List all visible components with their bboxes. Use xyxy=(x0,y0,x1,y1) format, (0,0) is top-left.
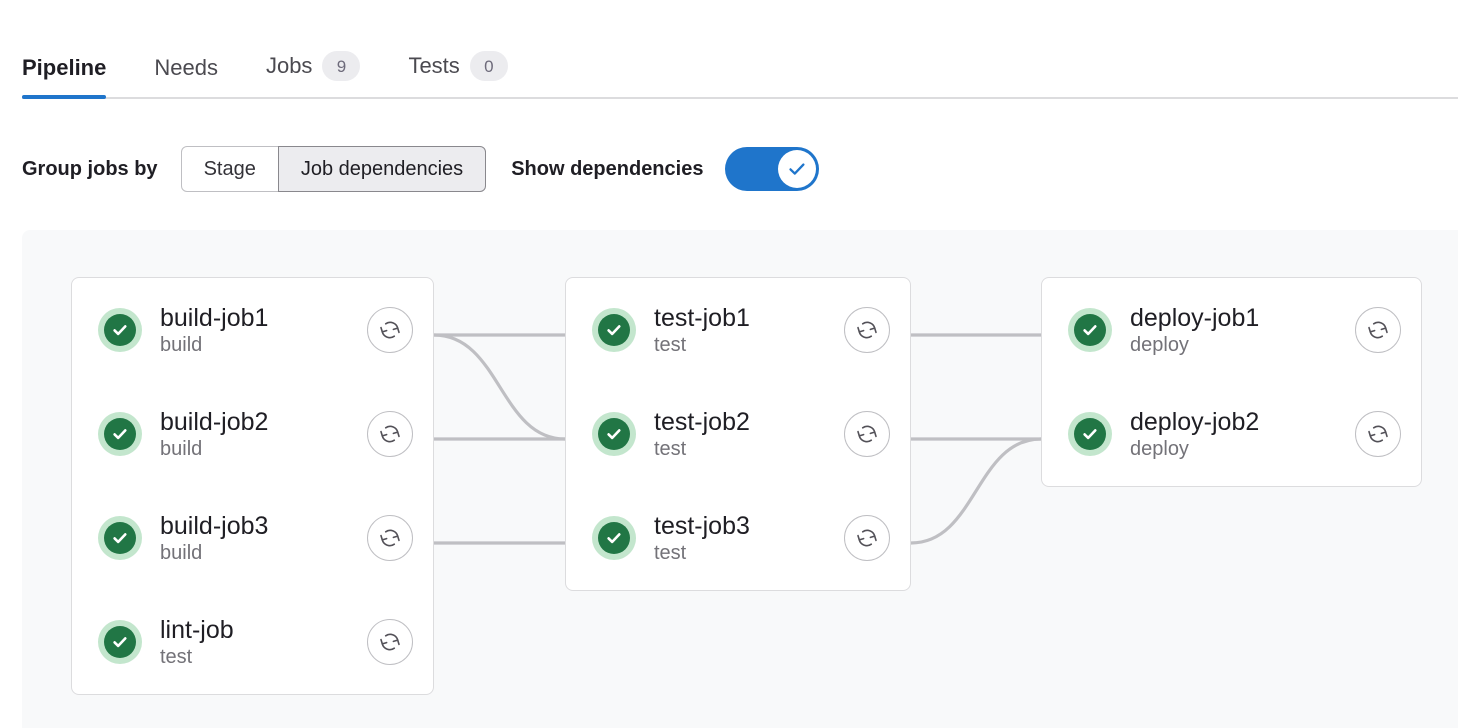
job-info: build-job1 build xyxy=(160,304,351,356)
tab-bar-divider xyxy=(22,97,1458,99)
tab-tests-label: Tests xyxy=(408,53,460,78)
job-row[interactable]: deploy-job1 deploy xyxy=(1042,278,1421,382)
group-jobs-by-label: Group jobs by xyxy=(22,157,158,180)
status-success-icon xyxy=(592,516,636,560)
tab-pipeline[interactable]: Pipeline xyxy=(22,55,130,99)
job-name: deploy-job2 xyxy=(1130,407,1260,436)
job-group-card-test: test-job1 test t xyxy=(565,277,911,591)
group-jobs-by-segmented-control: Stage Job dependencies xyxy=(180,146,487,192)
job-info: test-job3 test xyxy=(654,512,828,564)
check-icon xyxy=(789,163,806,175)
status-success-icon xyxy=(592,412,636,456)
job-stage: test xyxy=(160,645,193,668)
job-group-card-build: build-job1 build xyxy=(71,277,434,695)
group-by-stage-button[interactable]: Stage xyxy=(180,146,279,192)
graph-controls: Group jobs by Stage Job dependencies Sho… xyxy=(22,146,820,192)
job-name: build-job2 xyxy=(160,407,269,436)
tab-tests[interactable]: Tests 0 xyxy=(384,51,531,99)
job-row[interactable]: deploy-job2 deploy xyxy=(1042,382,1421,486)
tab-jobs-count-badge: 9 xyxy=(322,51,361,81)
pipeline-tab-bar: Pipeline Needs Jobs 9 Tests 0 xyxy=(0,0,1458,99)
job-stage: deploy xyxy=(1130,437,1189,460)
job-name: test-job3 xyxy=(654,511,750,540)
job-name: lint-job xyxy=(160,615,234,644)
job-info: deploy-job1 deploy xyxy=(1130,304,1339,356)
tab-jobs[interactable]: Jobs 9 xyxy=(242,51,384,99)
job-info: deploy-job2 deploy xyxy=(1130,408,1339,460)
retry-icon[interactable] xyxy=(1355,411,1401,457)
status-success-icon xyxy=(98,308,142,352)
job-row[interactable]: test-job2 test xyxy=(566,382,910,486)
job-info: build-job3 build xyxy=(160,512,351,564)
job-name: test-job1 xyxy=(654,303,750,332)
job-name: build-job3 xyxy=(160,511,269,540)
status-success-icon xyxy=(592,308,636,352)
job-stage: test xyxy=(654,541,687,564)
status-success-icon xyxy=(98,516,142,560)
retry-icon[interactable] xyxy=(844,307,890,353)
tab-needs-label: Needs xyxy=(154,55,218,80)
job-stage: deploy xyxy=(1130,333,1189,356)
job-info: lint-job test xyxy=(160,616,351,668)
job-row[interactable]: test-job1 test xyxy=(566,278,910,382)
tab-jobs-label: Jobs xyxy=(265,53,313,78)
status-success-icon xyxy=(98,412,142,456)
job-stage: build xyxy=(160,437,203,460)
retry-icon[interactable] xyxy=(367,411,413,457)
retry-icon[interactable] xyxy=(844,515,890,561)
retry-icon[interactable] xyxy=(367,515,413,561)
job-row[interactable]: test-job3 test xyxy=(566,486,910,590)
tab-needs[interactable]: Needs xyxy=(130,55,242,99)
retry-icon[interactable] xyxy=(844,411,890,457)
show-dependencies-label: Show dependencies xyxy=(511,157,704,180)
job-row[interactable]: build-job2 build xyxy=(72,382,433,486)
pipeline-graph-panel: build-job1 build xyxy=(22,230,1458,728)
status-success-icon xyxy=(98,620,142,664)
toggle-knob xyxy=(778,150,817,188)
job-info: test-job1 test xyxy=(654,304,828,356)
job-info: build-job2 build xyxy=(160,408,351,460)
job-stage: build xyxy=(160,333,203,356)
job-group-card-deploy: deploy-job1 deploy xyxy=(1041,277,1422,487)
retry-icon[interactable] xyxy=(367,619,413,665)
retry-icon[interactable] xyxy=(367,307,413,353)
job-row[interactable]: lint-job test xyxy=(72,590,433,694)
job-info: test-job2 test xyxy=(654,408,828,460)
show-dependencies-toggle[interactable] xyxy=(725,147,820,191)
retry-icon[interactable] xyxy=(1355,307,1401,353)
connector-build-job1-test-job2 xyxy=(433,333,566,441)
group-by-job-dependencies-button[interactable]: Job dependencies xyxy=(277,146,487,192)
job-stage: test xyxy=(654,333,687,356)
job-name: build-job1 xyxy=(160,303,269,332)
job-name: deploy-job1 xyxy=(1130,303,1260,332)
tab-list: Pipeline Needs Jobs 9 Tests 0 xyxy=(22,51,532,99)
job-name: test-job2 xyxy=(654,407,750,436)
tab-tests-count-badge: 0 xyxy=(469,51,508,81)
job-row[interactable]: build-job3 build xyxy=(72,486,433,590)
status-success-icon xyxy=(1068,412,1112,456)
status-success-icon xyxy=(1068,308,1112,352)
tab-pipeline-label: Pipeline xyxy=(22,55,107,80)
connector-test-job3-deploy-job2 xyxy=(910,437,1042,545)
job-stage: build xyxy=(160,541,203,564)
job-row[interactable]: build-job1 build xyxy=(72,278,433,382)
job-stage: test xyxy=(654,437,687,460)
